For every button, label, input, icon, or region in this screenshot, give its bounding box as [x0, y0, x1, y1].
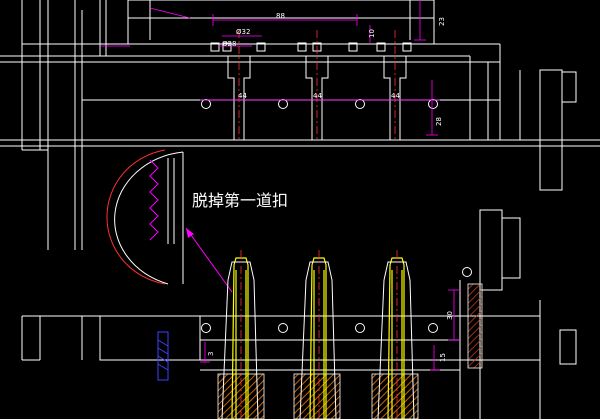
dim-10: 10 — [368, 29, 376, 38]
right-frame — [469, 44, 577, 291]
dimensions-top — [100, 0, 440, 136]
dim-3: 3 — [207, 352, 215, 356]
dim-44-right: 44 — [391, 92, 400, 100]
dim-44-mid: 44 — [313, 92, 322, 100]
centerlines-upper — [238, 30, 396, 140]
section-callout — [106, 149, 233, 293]
upper-cavity-block — [0, 56, 600, 147]
dim-30: 30 — [446, 311, 454, 320]
annotation-label: 脱掉第一道扣 — [192, 191, 288, 210]
left-frame — [21, 0, 107, 250]
dim-23: 23 — [438, 17, 446, 26]
dim-28: 28 — [435, 117, 443, 126]
centerlines-lower — [240, 250, 398, 419]
bottle-parts — [231, 257, 405, 419]
dim-44-left: 44 — [238, 92, 247, 100]
dim-dia-28: Ø28 — [222, 40, 236, 48]
dim-dia-32: Ø32 — [236, 28, 250, 36]
ejector-pin — [157, 331, 169, 381]
dim-15: 15 — [439, 353, 447, 362]
dimensions-lower — [200, 289, 460, 371]
dim-88: 88 — [276, 12, 285, 20]
bottle-outlines — [221, 261, 415, 419]
